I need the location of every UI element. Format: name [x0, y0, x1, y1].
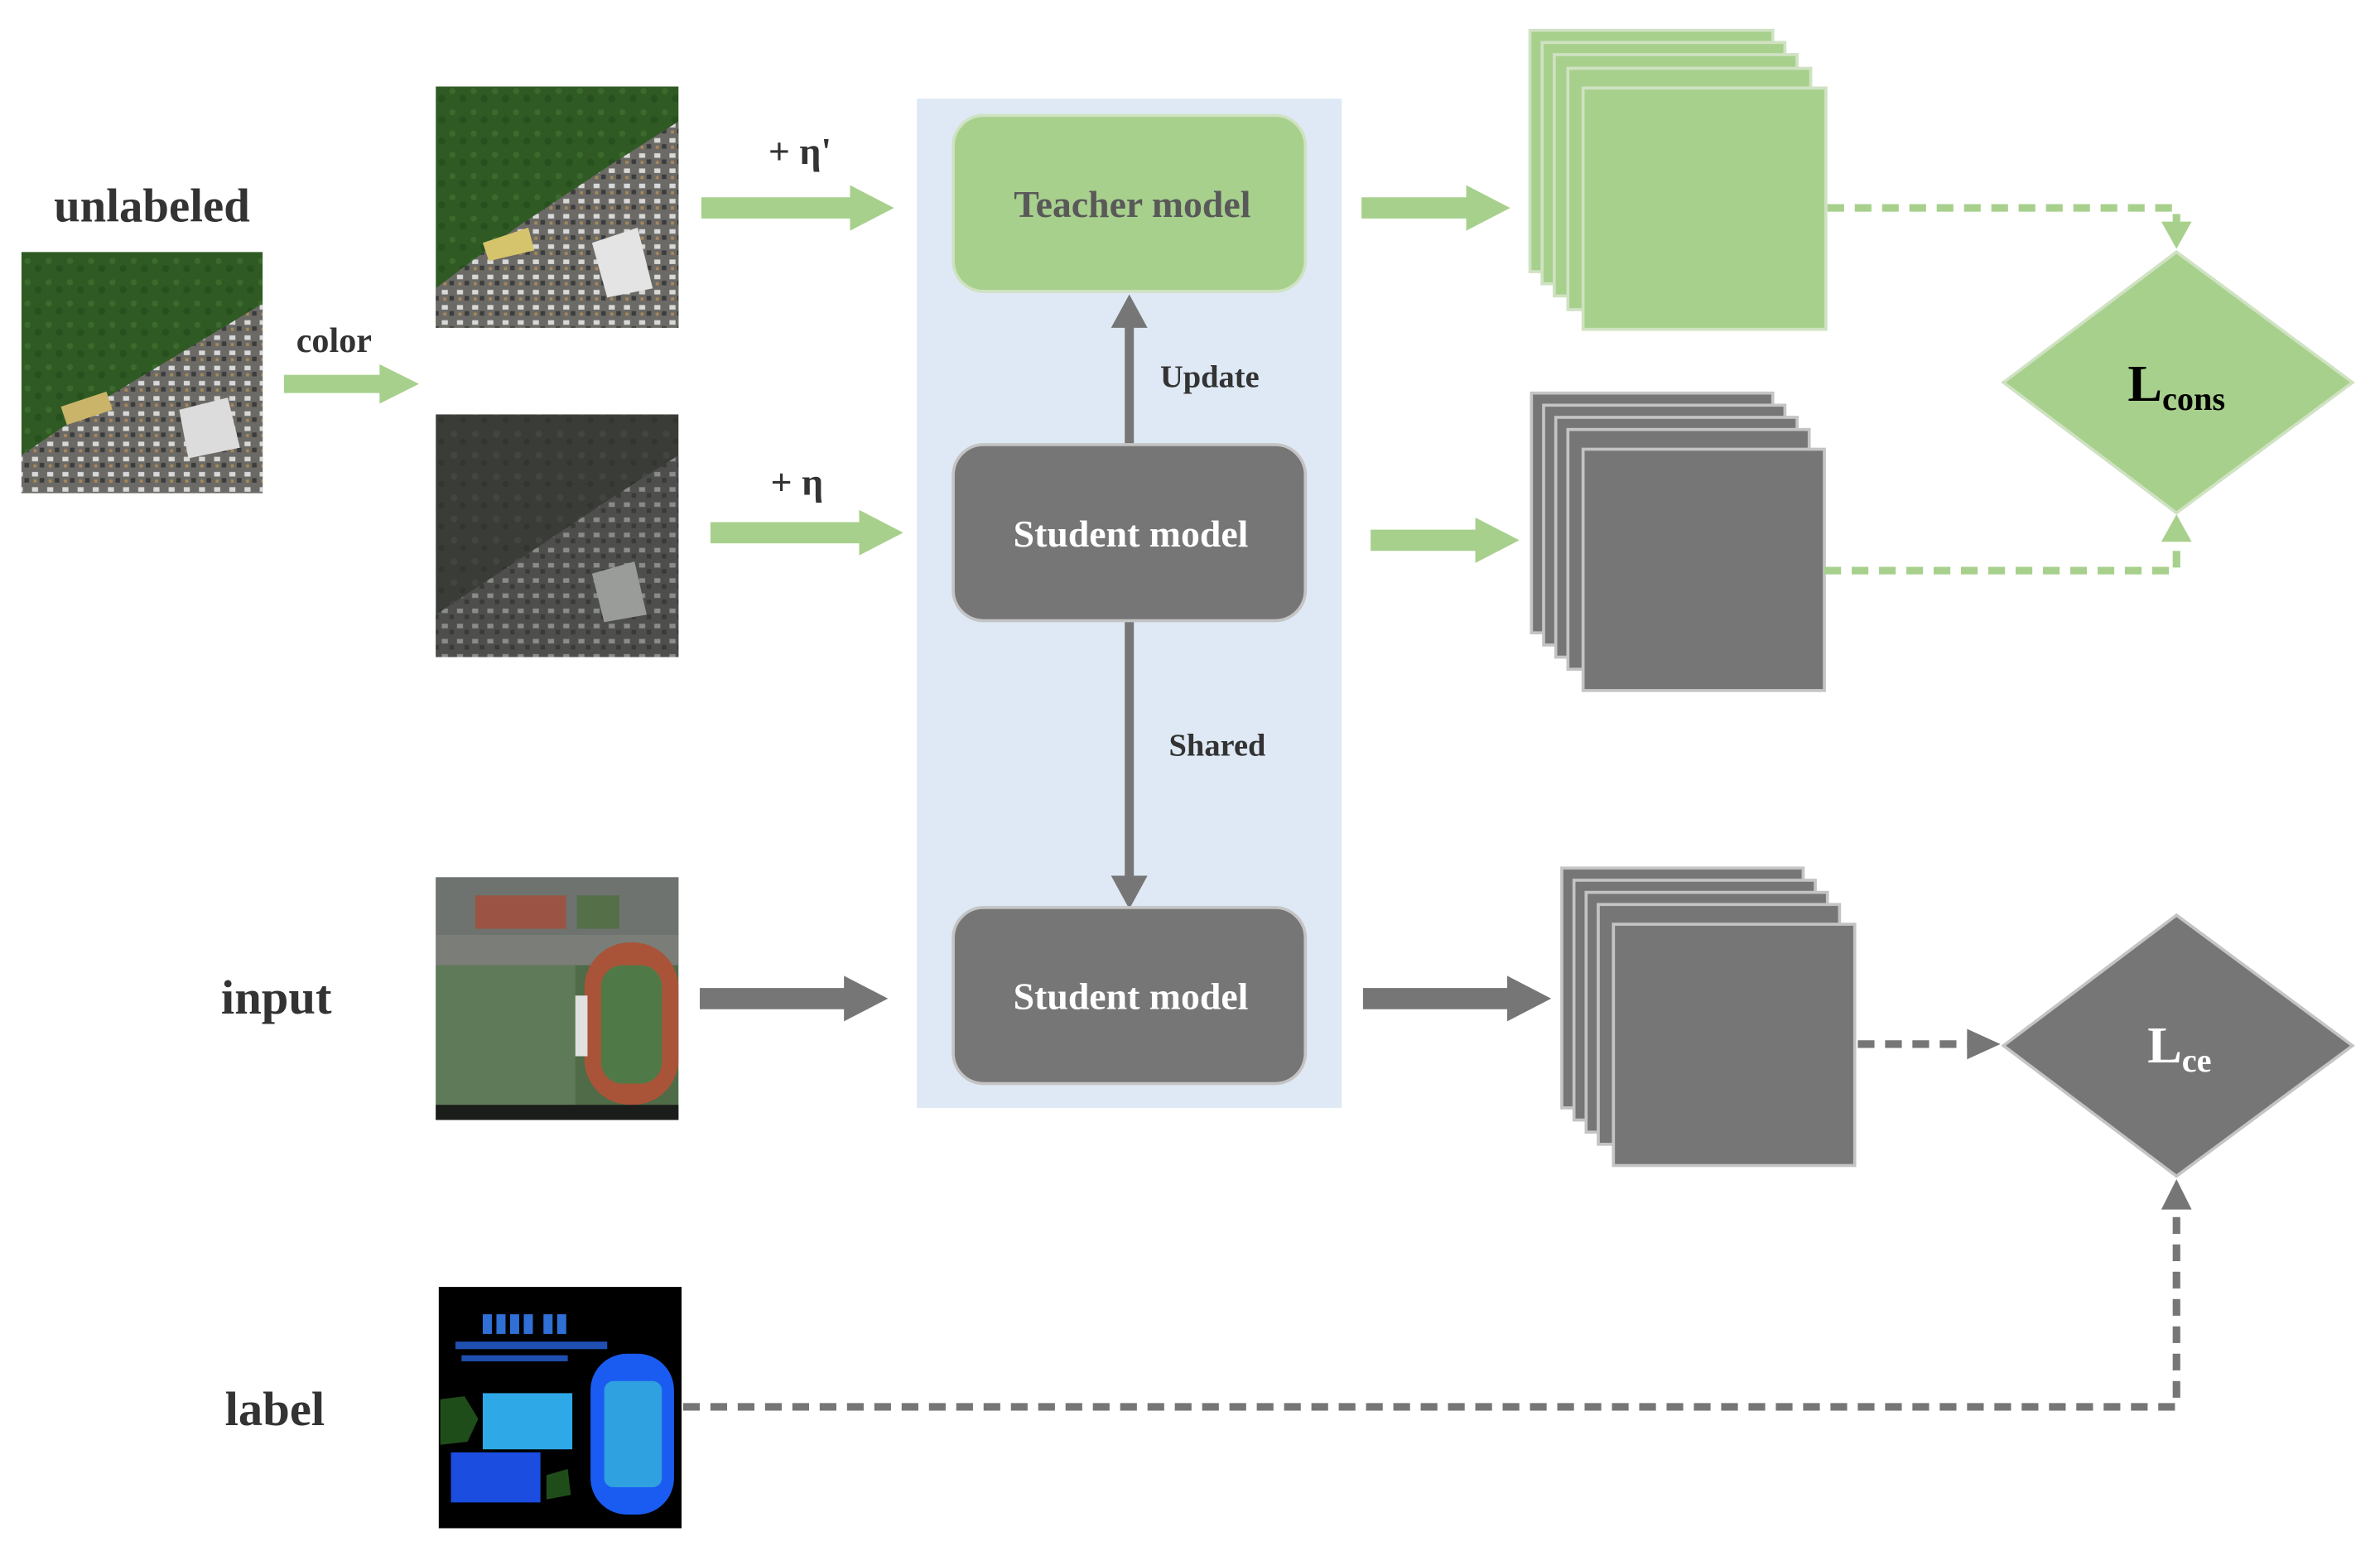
student-feature-stack: [1530, 391, 1826, 692]
update-label: Update: [1160, 359, 1260, 394]
student-model-label-bottom: Student model: [1014, 975, 1249, 1018]
student-model-label-top: Student model: [1014, 513, 1249, 555]
shared-label: Shared: [1169, 729, 1266, 763]
unlabeled-label: unlabeled: [54, 181, 250, 233]
augmented-image-dark: [436, 414, 679, 657]
input-image: [436, 877, 679, 1120]
augmented-image-color: [436, 86, 679, 328]
teacher-input-arrow: [701, 185, 894, 231]
label-image: [438, 1287, 682, 1529]
teacher-output-arrow: [1361, 185, 1510, 231]
cross-entropy-loss-diamond: Lce: [2001, 913, 2355, 1178]
label-label: label: [225, 1382, 325, 1436]
student-to-cons-connector: [1824, 514, 2192, 575]
label-to-ce-connector: [682, 1178, 2192, 1411]
input-label: input: [221, 971, 332, 1024]
consistency-loss-diamond: Lcons: [2001, 249, 2355, 515]
labeled-output-arrow: [1362, 975, 1552, 1022]
shared-arrow: [1111, 619, 1148, 909]
teacher-feature-stack: [1528, 28, 1828, 331]
teacher-model-label: Teacher model: [1014, 183, 1250, 225]
consistency-loss-symbol: L: [2127, 355, 2162, 412]
student-model-box-top: Student model: [952, 443, 1308, 623]
cross-entropy-loss-symbol: L: [2147, 1017, 2182, 1074]
color-label: color: [296, 321, 372, 360]
teacher-model-box: Teacher model: [952, 113, 1308, 293]
student-output-arrow: [1371, 517, 1520, 563]
output-to-ce-connector: [1857, 1028, 2001, 1060]
color-arrow: [283, 364, 419, 404]
teacher-to-cons-connector: [1827, 204, 2192, 249]
cross-entropy-loss-subscript: ce: [2182, 1042, 2212, 1079]
update-arrow: [1111, 294, 1148, 446]
labeled-feature-stack: [1560, 866, 1857, 1168]
unlabeled-image: [21, 252, 263, 494]
student-input-arrow: [710, 509, 903, 556]
student-model-box-bottom: Student model: [952, 906, 1308, 1086]
consistency-loss-subscript: cons: [2162, 380, 2225, 417]
noise-teacher-label: + η': [768, 130, 831, 172]
svg-text:Lce: Lce: [2147, 1017, 2211, 1079]
input-arrow: [700, 975, 889, 1022]
noise-student-label: + η: [771, 460, 824, 503]
svg-text:Lcons: Lcons: [2127, 355, 2225, 417]
